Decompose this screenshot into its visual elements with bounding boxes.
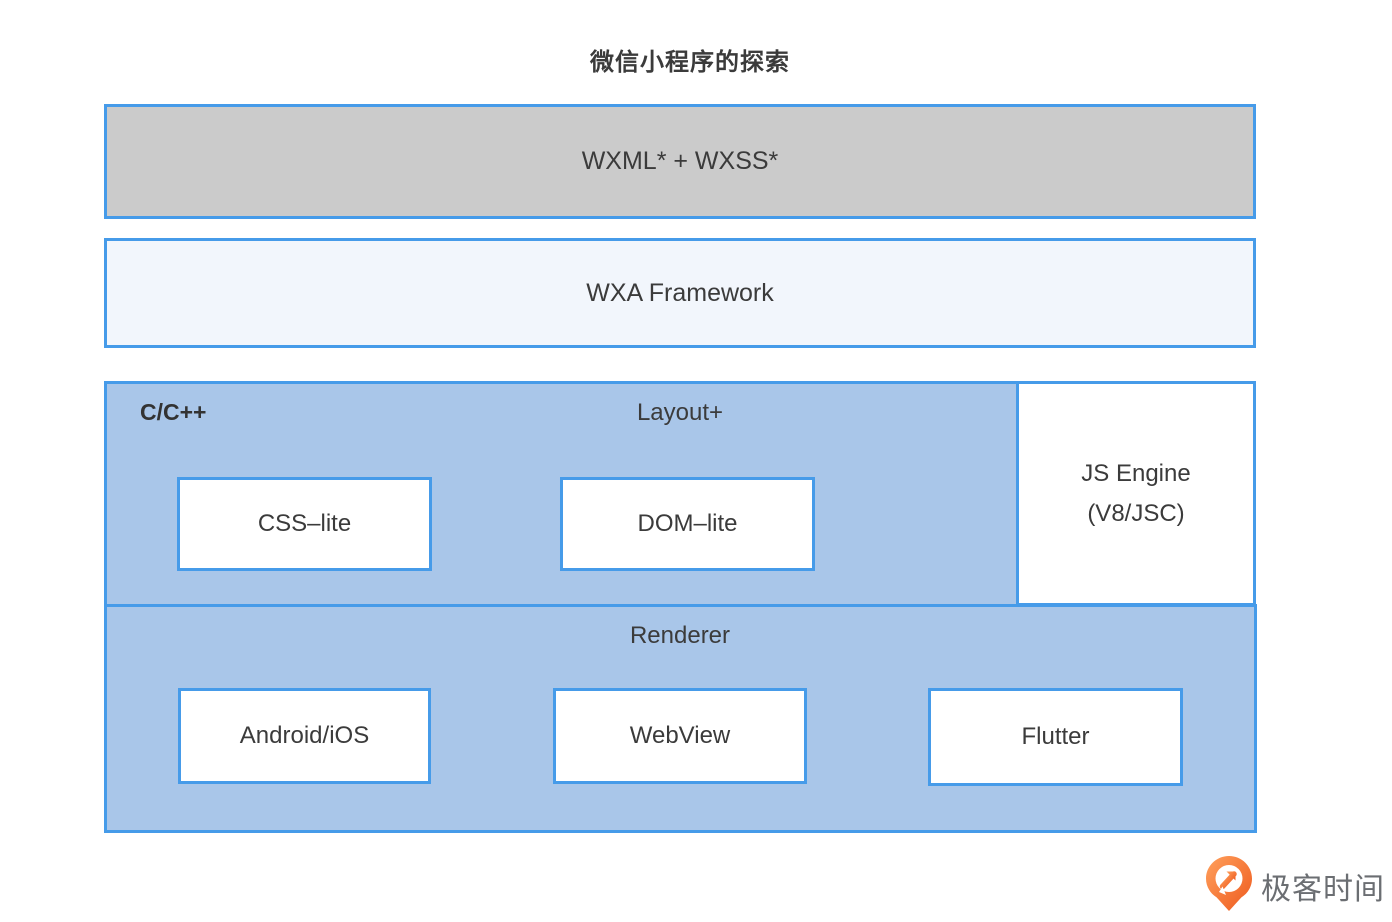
webview-label: WebView xyxy=(629,722,731,749)
renderer-label: Renderer xyxy=(629,622,731,649)
android-ios-box: Android/iOS xyxy=(178,688,431,784)
webview-box: WebView xyxy=(553,688,807,784)
js-engine-label-line1: JS Engine xyxy=(1081,459,1191,487)
geektime-icon xyxy=(1205,855,1253,917)
css-lite-label: CSS–lite xyxy=(257,510,352,537)
page-title: 微信小程序的探索 xyxy=(590,49,790,76)
js-engine-box: JS Engine (V8/JSC) xyxy=(1016,381,1256,606)
wxml-wxss-label: WXML* + WXSS* xyxy=(581,147,779,175)
flutter-box: Flutter xyxy=(928,688,1183,786)
geektime-logo: 极客时间 xyxy=(1205,855,1385,917)
c-cpp-label: C/C++ xyxy=(140,399,207,425)
android-ios-label: Android/iOS xyxy=(239,722,370,749)
wxml-wxss-layer-box: WXML* + WXSS* xyxy=(104,104,1256,219)
flutter-label: Flutter xyxy=(1021,723,1090,750)
css-lite-box: CSS–lite xyxy=(177,477,432,571)
dom-lite-label: DOM–lite xyxy=(637,510,738,537)
dom-lite-box: DOM–lite xyxy=(560,477,815,571)
geektime-logo-text: 极客时间 xyxy=(1261,873,1385,906)
wxa-framework-layer-box: WXA Framework xyxy=(104,238,1256,348)
layout-label: Layout+ xyxy=(636,399,724,426)
wxa-framework-label: WXA Framework xyxy=(586,278,774,307)
js-engine-label-line2: (V8/JSC) xyxy=(1087,499,1185,527)
